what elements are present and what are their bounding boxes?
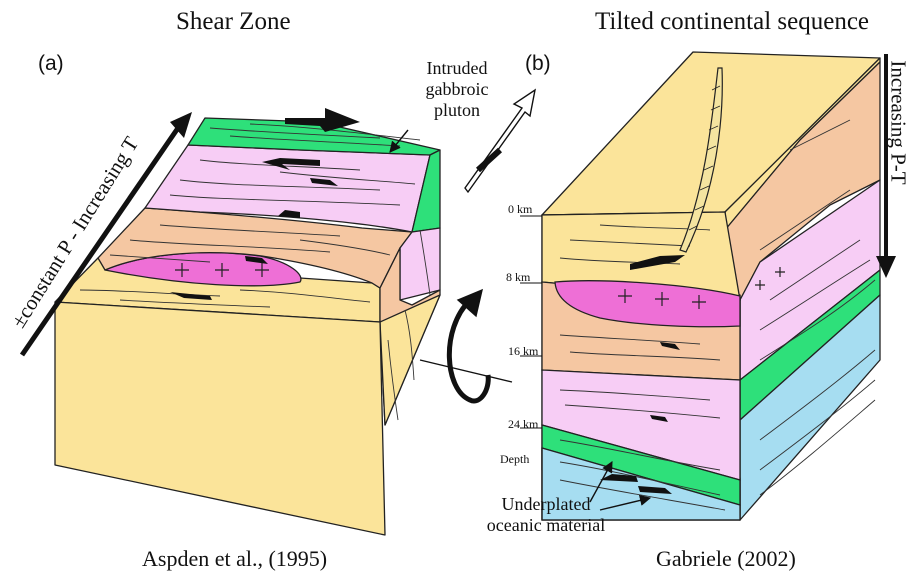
depth-tick-8: 8 km <box>506 270 531 284</box>
underplated-label: Underplated oceanic material <box>486 494 606 536</box>
plus-markers-b <box>618 267 785 309</box>
foliation-lines-a <box>79 123 431 421</box>
half-arrow-5 <box>170 292 212 300</box>
panel-a-title: Shear Zone <box>176 8 291 35</box>
depth-tick-24: 24 km <box>508 417 539 431</box>
panel-a-citation: Aspden et al., (1995) <box>142 546 328 571</box>
panel-b-side-label: Increasing P-T <box>886 60 911 185</box>
shear-arrows-a <box>170 108 360 300</box>
pluton-leader <box>389 129 409 153</box>
underplated-label-line-1: Underplated <box>501 494 591 514</box>
panel-b-citation: Gabriele (2002) <box>656 546 796 571</box>
side-arrow-a <box>19 112 192 357</box>
shear-arrows-b <box>600 252 685 494</box>
pluton-label-line-3: pluton <box>433 100 480 120</box>
top-shear-arrow <box>285 108 360 132</box>
dike-hatching <box>688 85 721 231</box>
depth-ticks <box>520 215 542 429</box>
depth-tick-16: 16 km <box>508 344 539 358</box>
underplated-leaders <box>589 461 652 511</box>
plus-markers-a <box>175 263 269 277</box>
rotation-arc <box>446 298 491 404</box>
half-arrow-1 <box>262 158 320 170</box>
depth-axis-label: Depth <box>500 452 530 466</box>
pink-side <box>399 227 441 301</box>
side-arrow-b <box>876 54 896 278</box>
panel-a-letter: (a) <box>38 52 64 75</box>
half-arrow-3 <box>278 210 300 218</box>
half-arrow-4 <box>245 256 268 264</box>
pluton-label-line-2: gabbroic <box>425 79 489 99</box>
dike-intrusion <box>679 67 723 253</box>
front-layers-b <box>541 211 741 521</box>
depth-tick-0: 0 km <box>508 202 533 216</box>
half-arrow-2 <box>310 178 338 186</box>
pluton-label-line-1: Intruded <box>426 58 488 78</box>
panel-b-letter: (b) <box>525 52 551 75</box>
panel-b-title: Tilted continental sequence <box>595 8 870 35</box>
orange-layer-top <box>97 207 413 289</box>
pluton-label: Intruded gabbroic pluton <box>412 58 502 121</box>
underplated-label-line-2: oceanic material <box>486 515 606 535</box>
front-face <box>54 301 386 536</box>
rotation-symbols <box>419 88 537 404</box>
